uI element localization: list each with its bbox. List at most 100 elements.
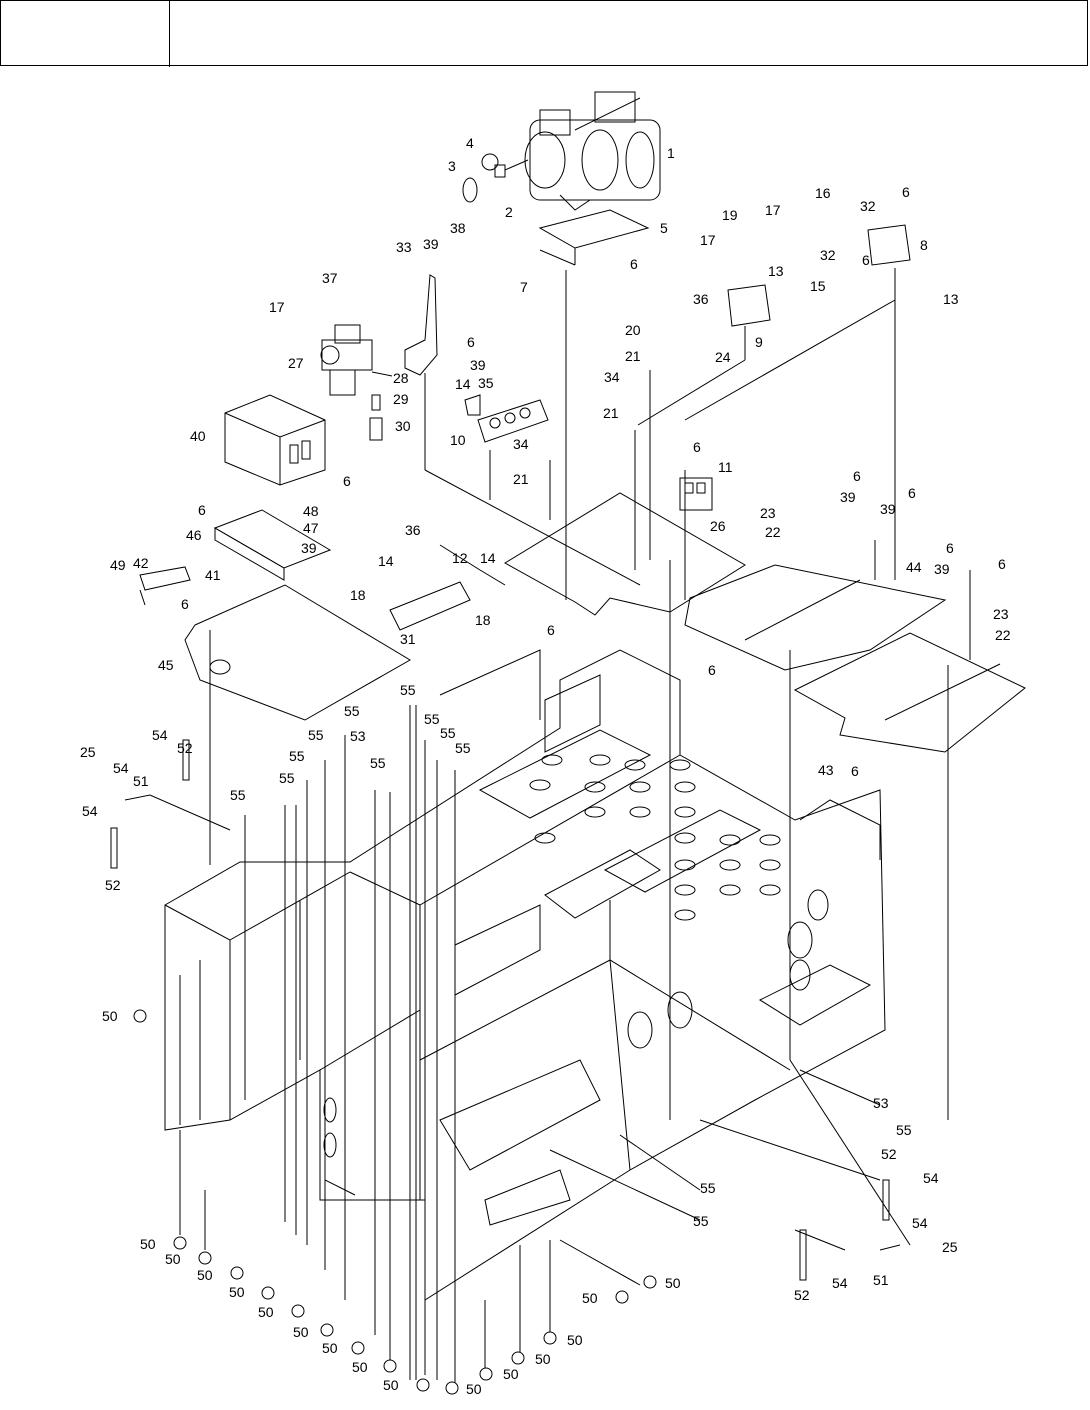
manifold-10 xyxy=(477,399,549,443)
header-divider xyxy=(169,1,170,67)
callout-55: 55 xyxy=(896,1122,912,1138)
callout-13: 13 xyxy=(768,263,784,279)
callout-14: 14 xyxy=(455,376,471,392)
callout-14: 14 xyxy=(480,550,496,566)
callout-51: 51 xyxy=(133,773,149,789)
pin-52a xyxy=(182,739,190,781)
callout-19: 19 xyxy=(722,207,738,223)
callout-39: 39 xyxy=(840,489,856,505)
callout-52: 52 xyxy=(105,877,121,893)
callout-53: 53 xyxy=(873,1095,889,1111)
callout-50: 50 xyxy=(293,1324,309,1340)
callout-55: 55 xyxy=(279,770,295,786)
callout-6: 6 xyxy=(467,334,475,350)
callout-37: 37 xyxy=(322,270,338,286)
callout-52: 52 xyxy=(177,740,193,756)
callout-32: 32 xyxy=(860,198,876,214)
callout-23: 23 xyxy=(993,606,1009,622)
callout-41: 41 xyxy=(205,567,221,583)
callout-6: 6 xyxy=(693,439,701,455)
callout-34: 34 xyxy=(513,436,529,452)
callout-6: 6 xyxy=(181,596,189,612)
callout-39: 39 xyxy=(423,236,439,252)
callout-25: 25 xyxy=(942,1239,958,1255)
callout-30: 30 xyxy=(395,418,411,434)
callout-18: 18 xyxy=(475,612,491,628)
callout-54: 54 xyxy=(152,727,168,743)
callout-55: 55 xyxy=(308,727,324,743)
callout-6: 6 xyxy=(198,502,206,518)
callout-50: 50 xyxy=(567,1332,583,1348)
callout-55: 55 xyxy=(424,711,440,727)
callout-2: 2 xyxy=(505,204,513,220)
callout-55: 55 xyxy=(693,1213,709,1229)
terminal-rail-41 xyxy=(139,566,191,591)
callout-4: 4 xyxy=(466,135,474,151)
diagram-svg: 1234567891011121313141414151617171718181… xyxy=(80,91,1026,1397)
callout-39: 39 xyxy=(470,357,486,373)
callout-6: 6 xyxy=(998,556,1006,572)
callout-12: 12 xyxy=(452,550,468,566)
callout-50: 50 xyxy=(197,1267,213,1283)
callout-55: 55 xyxy=(700,1180,716,1196)
callout-5: 5 xyxy=(660,220,668,236)
callout-48: 48 xyxy=(303,503,319,519)
callout-54: 54 xyxy=(923,1170,939,1186)
callout-50: 50 xyxy=(352,1359,368,1375)
callout-8: 8 xyxy=(920,237,928,253)
callout-50: 50 xyxy=(535,1351,551,1367)
callout-21: 21 xyxy=(625,348,641,364)
fitting-2 xyxy=(494,164,506,178)
callout-49: 49 xyxy=(110,557,126,573)
callout-55: 55 xyxy=(370,755,386,771)
callout-55: 55 xyxy=(230,787,246,803)
handle-51a xyxy=(124,794,231,831)
callout-44: 44 xyxy=(906,559,922,575)
bracket-31 xyxy=(389,581,471,631)
pin-52c xyxy=(882,1179,890,1221)
plate-26 xyxy=(504,492,746,616)
bracket-33 xyxy=(404,274,438,376)
callout-55: 55 xyxy=(400,682,416,698)
callout-50: 50 xyxy=(229,1284,245,1300)
callout-50: 50 xyxy=(503,1366,519,1382)
callout-6: 6 xyxy=(853,468,861,484)
leveling-foot xyxy=(133,1009,147,1023)
callout-6: 6 xyxy=(343,473,351,489)
callout-54: 54 xyxy=(912,1215,928,1231)
callout-50: 50 xyxy=(466,1381,482,1397)
callout-25: 25 xyxy=(80,744,96,760)
valve-block-8 xyxy=(867,224,911,266)
callout-33: 33 xyxy=(396,239,412,255)
callout-20: 20 xyxy=(625,322,641,338)
callout-6: 6 xyxy=(851,763,859,779)
callout-16: 16 xyxy=(815,185,831,201)
callout-13: 13 xyxy=(943,291,959,307)
callout-26: 26 xyxy=(710,518,726,534)
callout-46: 46 xyxy=(186,527,202,543)
plate-5 xyxy=(538,209,650,249)
callout-39: 39 xyxy=(880,501,896,517)
callout-6: 6 xyxy=(862,252,870,268)
callout-55: 55 xyxy=(455,740,471,756)
fitting-3 xyxy=(462,177,478,203)
callout-50: 50 xyxy=(383,1377,399,1393)
relay-11 xyxy=(679,477,713,511)
callout-54: 54 xyxy=(113,760,129,776)
header-left-cell xyxy=(1,1,169,67)
electrical-box-40 xyxy=(224,394,326,486)
callout-55: 55 xyxy=(344,703,360,719)
callout-1: 1 xyxy=(667,145,675,161)
callout-45: 45 xyxy=(158,657,174,673)
callout-14: 14 xyxy=(378,553,394,569)
base-plate-45 xyxy=(184,584,411,721)
base-holes xyxy=(529,754,781,921)
callout-11: 11 xyxy=(718,459,733,475)
pin-52b xyxy=(110,827,118,869)
plate-43 xyxy=(793,632,1026,753)
callout-9: 9 xyxy=(755,334,763,350)
callout-6: 6 xyxy=(908,485,916,501)
callout-39: 39 xyxy=(934,561,950,577)
air-compressor xyxy=(524,91,661,211)
